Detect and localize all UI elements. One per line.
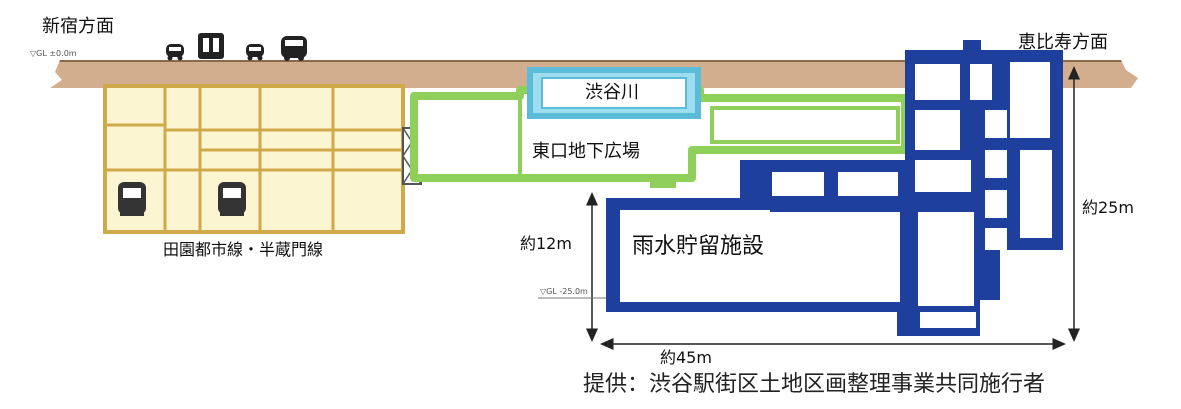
shinjuku-direction-label: 新宿方面 — [42, 16, 114, 37]
rainwater-storage-voids — [620, 62, 1052, 328]
car-icon — [166, 44, 184, 61]
train-icon — [118, 182, 146, 216]
width-45m-label: 約45m — [660, 348, 712, 367]
bus-icon — [281, 36, 307, 61]
train-icon — [218, 182, 246, 216]
rainwater-facility-label: 雨水貯留施設 — [632, 234, 765, 259]
vehicle-icons — [166, 33, 307, 61]
credit-text: 提供：渋谷駅街区土地区画整理事業共同施行者 — [583, 372, 1046, 397]
subway-lines-label: 田園都市線・半蔵門線 — [163, 240, 324, 259]
gl-top-label: ▽GL ±0.0m — [30, 49, 77, 58]
gl-bottom-label: ▽GL -25.0m — [540, 287, 588, 296]
ground-edge-left — [30, 60, 62, 88]
ground-edge-right — [1121, 60, 1151, 88]
depth-25m-label: 約25m — [1082, 198, 1134, 217]
dimension-lines — [538, 66, 1080, 350]
shibuya-river-inner — [541, 77, 687, 109]
ebisu-direction-label: 恵比寿方面 — [1018, 32, 1108, 53]
shibuya-river-label: 渋谷川 — [585, 82, 639, 103]
east-exit-plaza-label: 東口地下広場 — [532, 141, 640, 162]
subway-station-structure — [103, 84, 422, 234]
car-icon — [246, 44, 264, 61]
truck-icon — [198, 33, 224, 59]
depth-12m-label: 約12m — [520, 234, 572, 253]
